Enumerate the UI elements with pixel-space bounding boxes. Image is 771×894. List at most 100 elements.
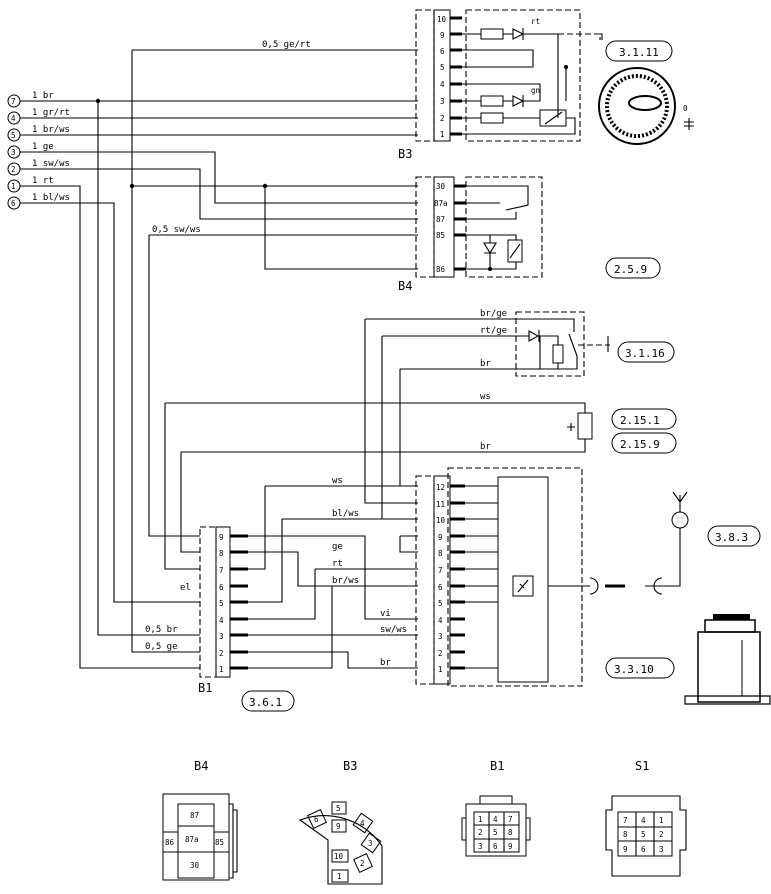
b3-view-9: 9	[336, 822, 341, 831]
connector-b3: 10 9 6 5 4 3 2 1 B3 rt gn	[398, 9, 603, 161]
b1-pin-3: 3	[219, 632, 224, 641]
ref-bubble-1: 3.1.11	[619, 46, 659, 59]
b1-pin-1: 1	[219, 665, 224, 674]
b4-pin-30: 30	[436, 182, 446, 191]
s1-view-4: 4	[641, 816, 646, 825]
ref-bubble-4: 2.15.1	[620, 414, 660, 427]
s1-pin-2: 2	[438, 649, 443, 658]
ref-bubble-2: 2.5.9	[614, 263, 647, 276]
s1-view-3: 3	[659, 845, 664, 854]
b3-pin-10: 10	[437, 15, 447, 24]
s1-view-2: 2	[659, 830, 664, 839]
wire-label-br-05: 0,5 br	[145, 625, 178, 635]
b3-view-4: 4	[360, 819, 365, 828]
switch-block: br/ge rt/ge br	[365, 309, 610, 377]
b1-view-3: 3	[478, 842, 483, 851]
wire-label-ge-05: 0,5 ge	[145, 642, 178, 652]
b3-pin-9: 9	[440, 31, 445, 40]
dial-image: 0	[598, 67, 694, 145]
b3-pin-6: 6	[440, 47, 445, 56]
b4-pin-87: 87	[436, 215, 445, 224]
input-label-5: 1 sw/ws	[32, 159, 70, 169]
b3-view-10: 10	[334, 852, 344, 861]
b1-pin-9: 9	[219, 533, 224, 542]
s1-pin-3: 3	[438, 632, 443, 641]
b3-view-5: 5	[336, 804, 341, 813]
b3-pin-1: 1	[440, 130, 445, 139]
input-label-2: 1 gr/rt	[32, 108, 70, 118]
b1-label: B1	[198, 681, 212, 695]
b1-view-7: 7	[508, 815, 513, 824]
s1-pin-8: 8	[438, 549, 443, 558]
b3-view-3: 3	[368, 839, 373, 848]
s1-pin-4: 4	[438, 616, 443, 625]
s1-view-5: 5	[641, 830, 646, 839]
interconnect-wires: ws bl/ws ge rt br/ws vi sw/ws br 0,5 br …	[145, 319, 418, 669]
b3-pin-4: 4	[440, 80, 445, 89]
s1-view-8: 8	[623, 830, 628, 839]
bottom-title-b3: B3	[343, 759, 357, 773]
b3-view-6: 6	[314, 815, 319, 824]
b3-pin-2: 2	[440, 114, 445, 123]
bottom-view-b3: B3 5 6 9 4 3 10 2 1	[298, 759, 383, 885]
input-num-2: 4	[11, 114, 16, 123]
s1-pin-10: 10	[436, 516, 446, 525]
wire-label-br-3: br	[380, 658, 391, 668]
wire-label-vi: vi	[380, 609, 391, 619]
b4-view-30: 30	[190, 861, 200, 870]
b4-pin-86: 86	[436, 265, 446, 274]
b3-view-1: 1	[337, 872, 342, 881]
b1-view-4: 4	[493, 815, 498, 824]
s1-pin-12: 12	[436, 483, 445, 492]
b1-view-6: 6	[493, 842, 498, 851]
b4-label: B4	[398, 279, 412, 293]
b1-pin-6: 6	[219, 583, 224, 592]
module-image	[684, 614, 771, 705]
temp-sensor: ws br	[165, 392, 593, 453]
input-num-4: 3	[11, 148, 16, 157]
s1-pin-6: 6	[438, 583, 443, 592]
b1-view-8: 8	[508, 828, 513, 837]
wire-label-br-1: br	[480, 359, 491, 369]
input-num-3: 5	[11, 131, 16, 140]
input-num-6: 1	[11, 182, 16, 191]
input-label-7: 1 bl/ws	[32, 193, 70, 203]
wire-label-br-ws: br/ws	[332, 576, 359, 586]
left-input-wires: 7 4 5 3 2 1 6 1 br 1 gr/rt 1 br/ws 1 ge …	[7, 91, 418, 669]
connector-b1: 9 8 7 6 5 4 3 2 1 B1	[198, 526, 248, 695]
s1-pin-11: 11	[436, 500, 445, 509]
ref-bubble-7: 3.3.10	[614, 663, 654, 676]
b1-pin-7: 7	[219, 566, 224, 575]
b3-pin-3: 3	[440, 97, 445, 106]
dial-zero-label: 0	[683, 104, 688, 113]
wire-label-sw-ws-2: sw/ws	[380, 625, 407, 635]
bottom-title-b1: B1	[490, 759, 504, 773]
wire-label-rt: rt	[332, 559, 343, 569]
input-label-3: 1 br/ws	[32, 125, 70, 135]
wire-label-ge: ge	[332, 542, 343, 552]
bottom-view-b4: B4 87 86 87a 85 30	[162, 759, 238, 881]
wire-label-bl-ws: bl/ws	[332, 509, 359, 519]
connector-s1: 12 11 10 9 8 7 6 5 4 3 2 1	[415, 467, 689, 687]
wire-label-el: el	[180, 583, 191, 593]
bottom-title-s1: S1	[635, 759, 649, 773]
s1-pin-7: 7	[438, 566, 443, 575]
s1-view-7: 7	[623, 816, 628, 825]
input-label-6: 1 rt	[32, 176, 54, 186]
b1-view-5: 5	[493, 828, 498, 837]
led-label-gn: gn	[531, 86, 540, 95]
ge-rt-wire: 0,5 ge/rt	[129, 40, 418, 653]
ref-bubble-6: 3.8.3	[715, 531, 748, 544]
b4-view-87a: 87a	[185, 835, 199, 844]
b3-label: B3	[398, 147, 412, 161]
b1-pin-4: 4	[219, 616, 224, 625]
s1-view-9: 9	[623, 845, 628, 854]
ref-bubble-3: 3.1.16	[625, 347, 665, 360]
wire-label-br-2: br	[480, 442, 491, 452]
b4-view-85: 85	[215, 838, 224, 847]
input-num-5: 2	[11, 165, 16, 174]
b3-view-2: 2	[360, 859, 365, 868]
b1-view-2: 2	[478, 828, 483, 837]
b1-pin-8: 8	[219, 549, 224, 558]
b4-pin-85: 85	[436, 231, 445, 240]
